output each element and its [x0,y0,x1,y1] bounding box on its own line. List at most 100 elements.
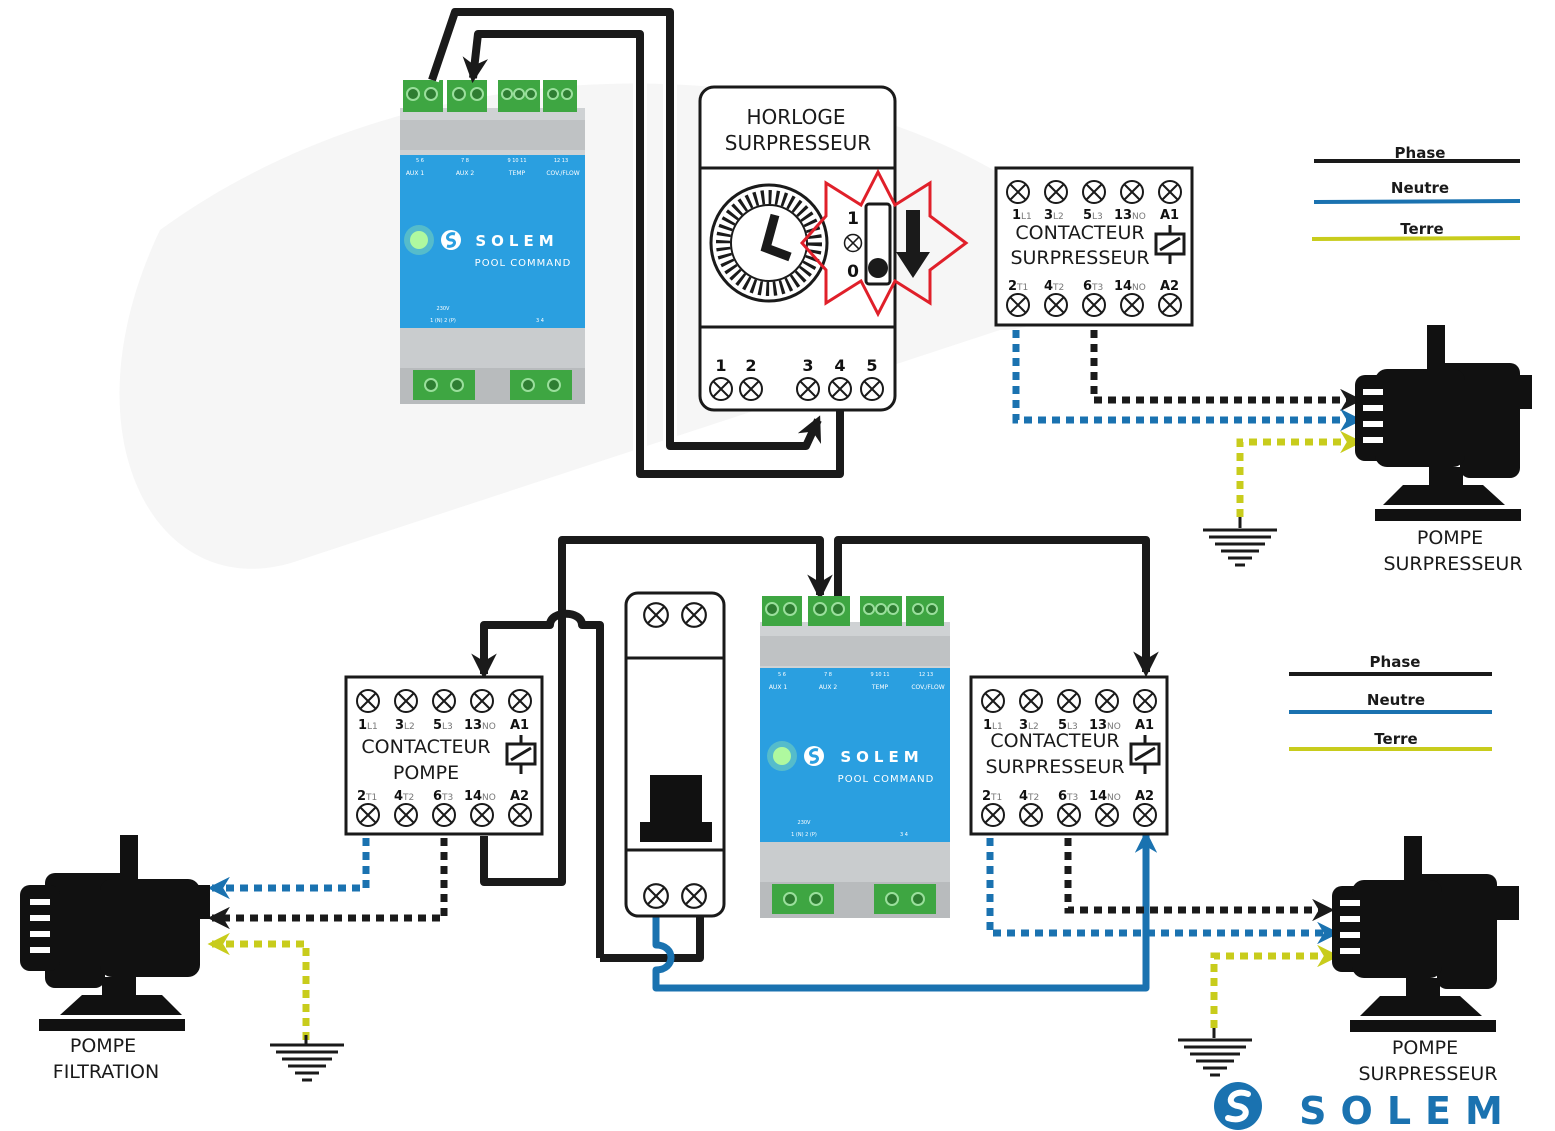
screw-icon [501,88,513,100]
logo-text: SOLEM [1299,1089,1517,1131]
device-model: POOL COMMAND [838,774,935,785]
svg-text:T3: T3 [441,793,453,803]
svg-text:T2: T2 [402,793,414,803]
svg-text:2: 2 [982,789,991,804]
svg-text:L2: L2 [404,722,415,732]
ground-icon [1178,1028,1252,1077]
pump-top-icon [1355,325,1532,521]
svg-text:AUX 1: AUX 1 [769,684,788,691]
svg-text:14: 14 [1114,279,1132,294]
svg-text:T1: T1 [990,793,1002,803]
screw-icon [547,88,559,100]
pool-command-device-top: 5 6 7 8 9 10 11 12 13 AUX 1 AUX 2 TEMP C… [400,80,585,404]
svg-text:AUX 2: AUX 2 [456,170,475,177]
svg-text:L3: L3 [1067,722,1078,732]
terminal-screw-icon [739,377,763,401]
pump-filtration-icon [20,835,210,1031]
terminal-screw-icon [860,377,884,401]
terminal-screw-icon [681,883,707,909]
screw-icon [547,378,561,392]
terminal-screw-icon [643,883,669,909]
legend-neutre-label: Neutre [1391,179,1449,197]
pump-label: POMPE [1417,527,1483,549]
horloge-title: HORLOGE [747,105,846,129]
svg-text:T1: T1 [365,793,377,803]
svg-text:2: 2 [357,789,366,804]
circuit-breaker [624,591,726,918]
svg-text:A1: A1 [1135,718,1154,733]
svg-text:5 6: 5 6 [416,158,424,164]
screw-icon [863,603,875,615]
terminal-screw-icon [709,377,733,401]
screw-icon [452,87,466,101]
svg-text:NO: NO [1107,793,1121,803]
terminal-screw-icon [681,602,707,628]
svg-text:6: 6 [1058,789,1067,804]
ground-icon [270,1035,344,1082]
svg-text:T2: T2 [1052,283,1064,293]
svg-text:A1: A1 [510,718,529,733]
svg-text:1: 1 [1012,208,1021,223]
breaker-toggle[interactable] [640,775,712,842]
legend-neutre-line [1313,199,1521,204]
relay-coil-icon [1154,225,1186,264]
screw-icon [424,87,438,101]
switch-on-label: 1 [847,209,859,229]
svg-text:3: 3 [1044,208,1053,223]
legend-terre-label: Terre [1400,220,1443,238]
svg-text:NO: NO [1132,283,1146,293]
screw-icon [831,602,845,616]
switch-screw-icon [843,233,863,253]
wires-bottom-control [471,536,1159,992]
legend-top: Phase Neutre Terre [1311,144,1521,241]
contactor-name: CONTACTEUR [1015,222,1144,244]
svg-text:1: 1 [358,718,367,733]
terminal-screw-icon [796,377,820,401]
svg-text:5: 5 [433,718,442,733]
svg-text:T3: T3 [1091,283,1103,293]
svg-text:5: 5 [1058,718,1067,733]
relay-coil-icon [505,735,537,774]
screw-icon [521,378,535,392]
wires-top-pump [1012,330,1363,517]
svg-text:6: 6 [1083,279,1092,294]
device-model: POOL COMMAND [475,258,572,269]
svg-text:NO: NO [482,793,496,803]
contactor-name: SURPRESSEUR [985,756,1124,778]
screw-icon [783,892,797,906]
svg-text:14: 14 [1089,789,1107,804]
background-swoosh [119,83,1075,569]
svg-text:1 (N) 2 (P): 1 (N) 2 (P) [430,318,456,324]
svg-text:NO: NO [1107,722,1121,732]
screw-icon [875,603,887,615]
highlight-starburst-icon [799,168,969,318]
screw-icon [765,602,779,616]
svg-text:13: 13 [1089,718,1107,733]
svg-text:4: 4 [1044,279,1053,294]
svg-text:2: 2 [1008,279,1017,294]
svg-text:4: 4 [1019,789,1028,804]
svg-text:4: 4 [834,356,845,375]
contactor-name: POMPE [393,762,459,784]
svg-text:COV./FLOW: COV./FLOW [546,170,579,177]
svg-text:14: 14 [464,789,482,804]
pool-command-device-bottom: 5 6 7 8 9 10 11 12 13 AUX 1 AUX 2 TEMP C… [760,596,950,918]
horloge-title: SURPRESSEUR [725,131,871,155]
pump-label: SURPRESSEUR [1383,553,1522,575]
svg-text:L1: L1 [992,722,1003,732]
svg-text:1 (N) 2 (P): 1 (N) 2 (P) [791,832,817,838]
svg-text:12 13: 12 13 [919,672,933,678]
pump-label: POMPE [1392,1037,1458,1059]
ground-icon [1203,517,1277,567]
legend-bottom: Phase Neutre Terre [1289,653,1492,751]
screw-icon [424,378,438,392]
screw-icon [813,602,827,616]
wires-bottom-pump [986,838,1340,1028]
legend-phase-label: Phase [1395,144,1446,162]
screw-icon [809,892,823,906]
svg-text:2: 2 [745,356,756,375]
svg-text:3 4: 3 4 [900,832,908,838]
svg-text:12 13: 12 13 [554,158,568,164]
relay-coil-icon [1129,735,1161,774]
